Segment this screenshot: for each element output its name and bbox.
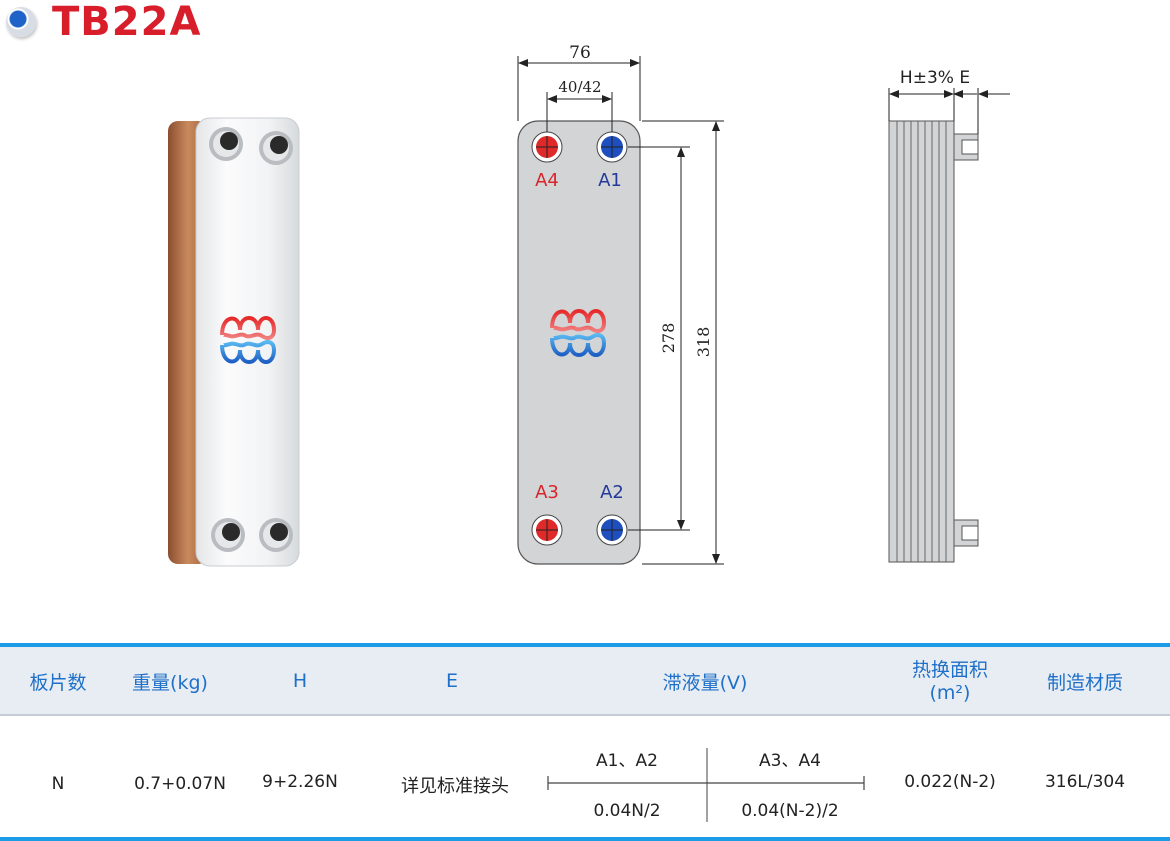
product-drawings: A4 A1 A3 A2 76 40/42 278 318 — [168, 43, 1010, 567]
brand-logo-icon — [550, 309, 607, 357]
table-top-border — [0, 643, 1170, 647]
cell-vol-a12-label: A1、A2 — [596, 751, 658, 771]
cell-material: 316L/304 — [1044, 772, 1126, 792]
port-a2 — [596, 514, 628, 546]
header-plates: 板片数 — [29, 672, 87, 694]
dim-port-height: 278 — [659, 323, 678, 354]
front-view-drawing: A4 A1 A3 A2 76 40/42 278 318 — [517, 43, 724, 565]
cell-vol-a12-value: 0.04N/2 — [593, 801, 661, 821]
cell-vol-a34-value: 0.04(N-2)/2 — [741, 801, 839, 821]
port-label-a2: A2 — [600, 482, 624, 503]
table-bottom-border — [0, 837, 1170, 841]
volume-split-lines — [547, 748, 865, 822]
dim-side: H±3% E — [900, 68, 970, 88]
heat-exchanger-photo — [168, 117, 300, 567]
header-volume: 滞液量(V) — [662, 672, 748, 694]
header-area-line1: 热换面积 — [911, 659, 988, 681]
header-area-line2: (m²) — [929, 682, 971, 704]
cell-e: 详见标准接头 — [401, 776, 509, 797]
page-title: TB22A — [6, 0, 202, 45]
dim-port-spacing: 40/42 — [558, 78, 601, 96]
table-header — [0, 647, 1170, 714]
port-a1 — [596, 131, 628, 163]
cell-weight: 0.7+0.07N — [134, 774, 226, 794]
dim-width: 76 — [569, 43, 591, 63]
port-a4 — [531, 131, 563, 163]
port-a3 — [531, 514, 563, 546]
header-h: H — [292, 670, 308, 692]
brand-logo-icon — [220, 316, 277, 364]
cell-plates: N — [51, 774, 65, 794]
bullet-icon — [6, 7, 36, 37]
port-label-a1: A1 — [598, 170, 622, 191]
cell-area: 0.022(N-2) — [904, 772, 996, 792]
side-view-drawing: H±3% E — [888, 68, 1010, 563]
table-divider — [0, 714, 1170, 716]
header-weight: 重量(kg) — [132, 672, 208, 694]
port-label-a3: A3 — [535, 482, 559, 503]
connector-icon — [209, 127, 293, 552]
cell-h: 9+2.26N — [262, 772, 338, 792]
cell-vol-a34-label: A3、A4 — [759, 751, 821, 771]
header-e: E — [445, 670, 458, 692]
port-label-a4: A4 — [535, 170, 559, 191]
model-name: TB22A — [52, 0, 202, 45]
header-material: 制造材质 — [1046, 672, 1123, 694]
dim-total-height: 318 — [694, 327, 713, 358]
